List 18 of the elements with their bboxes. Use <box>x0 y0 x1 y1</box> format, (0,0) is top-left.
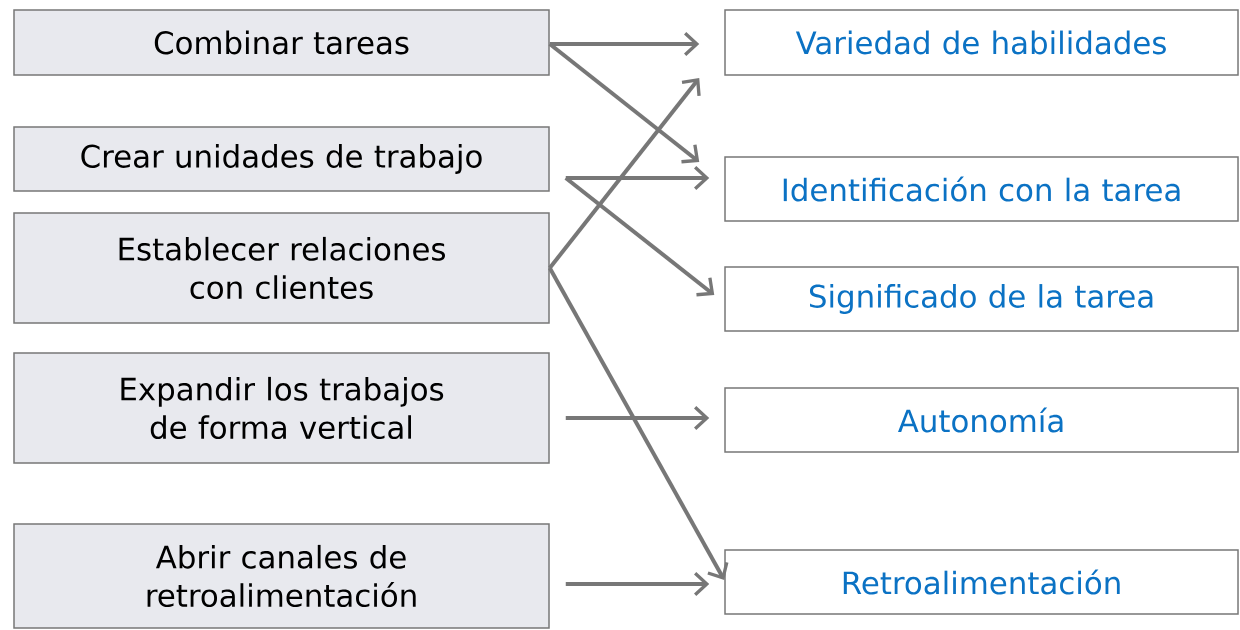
arrow <box>565 165 710 191</box>
arrow <box>565 405 710 431</box>
action-box: Expandir los trabajos de forma vertical <box>13 352 550 464</box>
action-box: Combinar tareas <box>13 9 550 76</box>
action-box: Establecer relaciones con clientes <box>13 212 550 324</box>
quality-box: Retroalimentación <box>724 549 1239 615</box>
quality-box: Significado de la tarea <box>724 266 1239 332</box>
arrow <box>549 31 700 57</box>
arrow <box>548 78 701 270</box>
arrow <box>565 571 710 597</box>
quality-box: Identificación con la tarea <box>724 156 1239 222</box>
arrow <box>564 176 715 297</box>
quality-box: Autonomía <box>724 387 1239 453</box>
quality-box: Variedad de habilidades <box>724 9 1239 76</box>
action-box: Crear unidades de trabajo <box>13 126 550 192</box>
arrow <box>548 42 700 164</box>
action-box: Abrir canales de retroalimentación <box>13 523 550 629</box>
arrow <box>548 267 729 580</box>
